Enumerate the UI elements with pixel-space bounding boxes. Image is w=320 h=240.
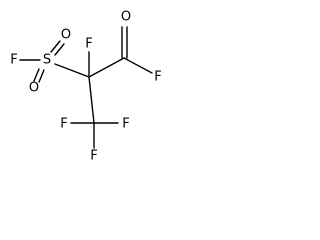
atom-s: S [43,53,51,68]
atom-f-cf3-left: F [60,117,67,132]
atom-f-cf3-bottom: F [90,149,97,164]
atom-f-sulfonyl: F [10,53,17,68]
molecule-structure: F S O O F O F F F F [10,10,161,164]
atom-f-cf3-right: F [122,117,129,132]
atom-labels: F S O O F O F F F F [10,10,161,164]
bond-s-o-bottom-b [38,69,45,83]
atom-o-carbonyl: O [121,10,131,25]
atom-o-sulfonyl-bottom: O [29,81,39,96]
bond-s-o-top-a [50,40,61,53]
bond-s-o-top-b [54,43,65,56]
atom-f-alpha: F [85,37,92,52]
bond-c-alpha-c-cf3 [88,76,95,124]
atom-o-sulfonyl-top: O [61,28,71,43]
bond-s-o-bottom-a [33,68,40,82]
bond-c-carbonyl-f [123,57,153,74]
bond-s-c-alpha [54,63,90,78]
bonds [19,26,153,149]
atom-f-acyl: F [154,70,161,85]
bond-c-alpha-c-carbonyl [88,57,125,78]
